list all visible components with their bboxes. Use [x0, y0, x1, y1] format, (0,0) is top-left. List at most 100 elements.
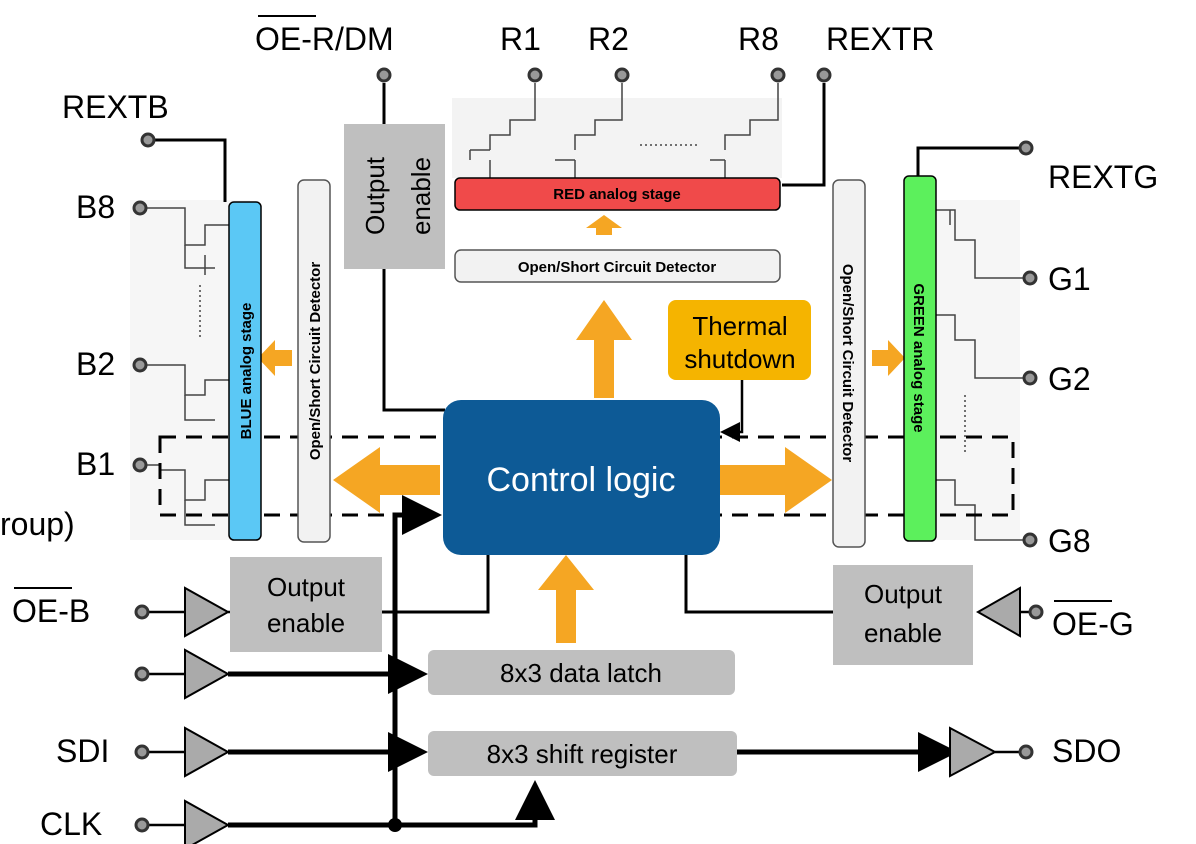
data-latch-box: [428, 650, 735, 695]
sdo-pin: [1018, 744, 1034, 760]
g2-pin: [1022, 370, 1038, 386]
arrow-up-to-red: [586, 215, 622, 235]
blue-stage-label: BLUE analog stage: [238, 303, 255, 440]
arrow-up-to-detector: [576, 300, 632, 398]
data-latch-label: 8x3 data latch: [500, 658, 662, 688]
rextr-label: REXTR: [826, 21, 934, 57]
data-latch: 8x3 data latch: [428, 650, 735, 695]
g8-label: G8: [1048, 523, 1091, 559]
green-transistor-array: [935, 209, 1025, 541]
oe-r-dm-label: OE-R/DM: [255, 21, 394, 57]
red-stage-label: RED analog stage: [553, 186, 681, 203]
output-enable-left: Output enable: [230, 557, 382, 652]
r8-pin: [770, 67, 786, 83]
rextb-label: REXTB: [62, 89, 169, 125]
clk-junction-dot: [388, 818, 402, 832]
red-stage-box: [454, 177, 781, 211]
osc-detector-top: Open/Short Circuit Detector: [454, 249, 781, 283]
r1-label: R1: [500, 21, 541, 57]
osc-left-box: [297, 179, 331, 543]
cl-oe-b-wire: [382, 555, 490, 614]
thermal-wire: [720, 380, 744, 442]
signal-arrows: [258, 215, 905, 643]
control-logic-box: [443, 400, 720, 555]
data-in-pin: [134, 666, 150, 682]
g1-label: G1: [1048, 261, 1091, 297]
oe-top-line2: enable: [406, 157, 436, 235]
pin-terminals: [132, 67, 1044, 833]
osc-top-box: [454, 249, 781, 283]
b1-label: B1: [76, 446, 115, 482]
red-analog-stage: RED analog stage: [454, 177, 781, 211]
rextb-pin: [140, 132, 156, 148]
shift-register-label: 8x3 shift register: [487, 739, 678, 769]
oe-right-line1: Output: [864, 579, 943, 609]
g1-pin: [1022, 270, 1038, 286]
oe-r-pin: [376, 67, 392, 83]
osc-top-label: Open/Short Circuit Detector: [518, 259, 717, 276]
red-array-area: [452, 98, 782, 178]
oe-left-line1: Output: [267, 572, 346, 602]
buffer-leads: [148, 610, 1030, 827]
osc-detector-left: Open/Short Circuit Detector: [297, 179, 331, 543]
green-stage-box: [903, 175, 937, 542]
oe-top-box: [344, 124, 445, 269]
thermal-shutdown: Thermal shutdown: [668, 300, 811, 380]
output-enable-top: Output enable: [344, 124, 445, 269]
sdo-buffer: [949, 726, 998, 778]
rextg-label: REXTG: [1048, 159, 1158, 195]
clk-pin: [134, 817, 150, 833]
oe-right-box: [833, 565, 973, 665]
buffers: [184, 586, 1021, 844]
osc-left-label: Open/Short Circuit Detector: [307, 262, 324, 461]
cl-oe-g-wire: [684, 555, 833, 614]
clk-buffer: [184, 799, 231, 844]
sdo-label: SDO: [1052, 733, 1121, 769]
thermal-box: [668, 300, 811, 380]
group-fragment-label: roup): [0, 506, 75, 542]
oe-b-buffer: [184, 586, 231, 638]
arrow-right: [720, 447, 832, 513]
oe-g-buffer: [975, 586, 1021, 638]
oe-b-pin: [134, 604, 150, 620]
data-buffer: [184, 648, 231, 700]
output-enable-right: Output enable: [833, 565, 973, 665]
oe-right-line2: enable: [864, 618, 942, 648]
oe-b-label: OE-B: [12, 593, 90, 629]
rextb-wire: [148, 138, 227, 202]
osc-right-label: Open/Short Circuit Detector: [839, 264, 856, 463]
arrow-to-green: [872, 340, 905, 376]
control-logic: Control logic: [443, 400, 720, 555]
g2-label: G2: [1048, 361, 1091, 397]
oe-g-pin: [1028, 604, 1044, 620]
shift-register-box: [428, 731, 737, 776]
clk-label: CLK: [40, 806, 102, 842]
oe-left-box: [230, 557, 382, 652]
shift-register: 8x3 shift register: [428, 731, 737, 776]
oe-left-line2: enable: [267, 608, 345, 638]
r8-label: R8: [738, 21, 779, 57]
r2-pin: [614, 67, 630, 83]
rextr-wire: [782, 83, 826, 187]
b2-label: B2: [76, 346, 115, 382]
r1-pin: [527, 67, 543, 83]
thermal-line2: shutdown: [684, 344, 795, 374]
b1-pin: [132, 457, 148, 473]
control-logic-label: Control logic: [487, 461, 676, 499]
g8-pin: [1022, 532, 1038, 548]
blue-stage-box: [228, 201, 262, 541]
arrow-left: [333, 447, 440, 513]
rextg-pin: [1018, 140, 1034, 156]
b2-pin: [132, 357, 148, 373]
osc-right-box: [832, 179, 866, 548]
red-transistor-array: [469, 83, 779, 178]
green-analog-stage: GREEN analog stage: [903, 175, 937, 542]
b8-pin: [132, 200, 148, 216]
r2-label: R2: [588, 21, 629, 57]
rextr-pin: [816, 67, 832, 83]
arrow-up-from-latch: [538, 555, 594, 643]
sdi-buffer: [184, 726, 231, 778]
arrow-to-blue: [258, 340, 292, 376]
thermal-line1: Thermal: [692, 311, 787, 341]
